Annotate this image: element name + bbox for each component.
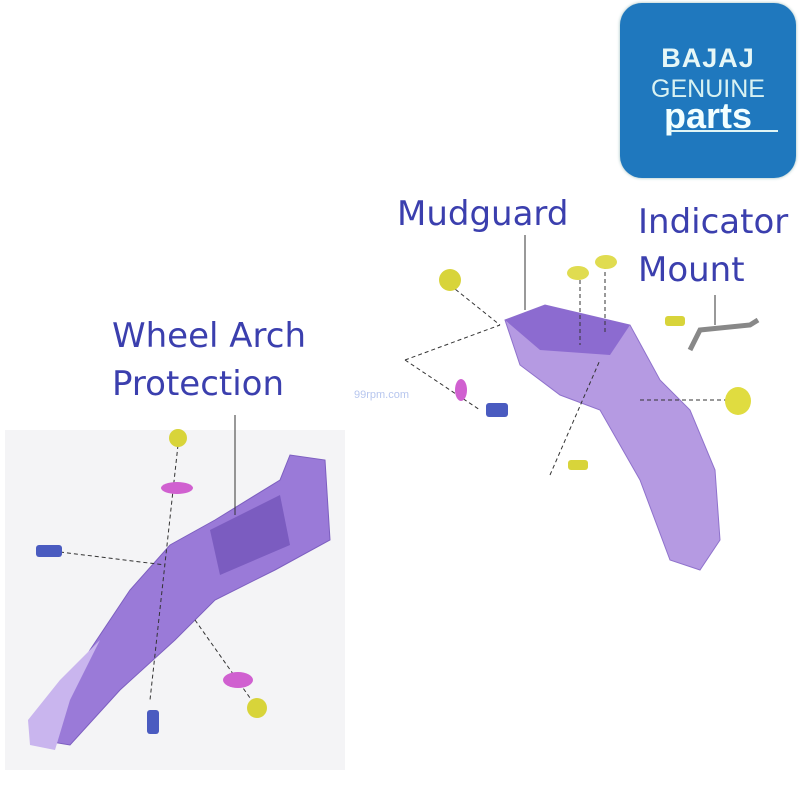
nut-icon (169, 429, 187, 447)
grommet-icon (567, 266, 589, 280)
nut-icon (439, 269, 461, 291)
screw-icon (568, 460, 588, 470)
mudguard-top (505, 305, 630, 355)
nut-icon (247, 698, 267, 718)
washer-icon (455, 379, 467, 401)
logo-parts: parts (663, 95, 753, 136)
wheel-arch-label-line1: Wheel Arch (112, 316, 306, 356)
mudguard-label: Mudguard (397, 194, 569, 234)
logo-underline (670, 130, 778, 132)
watermark: 99rpm.com (354, 389, 410, 401)
cap-icon (725, 387, 751, 415)
logo-brand: BAJAJ (661, 43, 755, 73)
wheel-arch-tail (28, 640, 100, 750)
washer-icon (161, 482, 193, 494)
indicator-mount-label-line1: Indicator (638, 202, 789, 242)
bolt-icon (486, 403, 508, 417)
logo-genuine: GENUINE (651, 75, 765, 103)
washer-icon (223, 672, 253, 688)
grommet-icon (595, 255, 617, 269)
bolt-icon (36, 545, 62, 557)
wheel-arch-slot (210, 495, 290, 575)
indicator-mount-part (687, 317, 760, 352)
mudguard-part (504, 304, 721, 571)
fasteners (36, 255, 751, 734)
indicator-mount-label-line2: Mount (638, 250, 745, 290)
bajaj-genuine-parts-logo: BAJAJ GENUINE parts (620, 3, 796, 178)
bolt-icon (147, 710, 159, 734)
wheel-arch-label-line2: Protection (112, 364, 285, 404)
screw-icon (665, 316, 685, 326)
